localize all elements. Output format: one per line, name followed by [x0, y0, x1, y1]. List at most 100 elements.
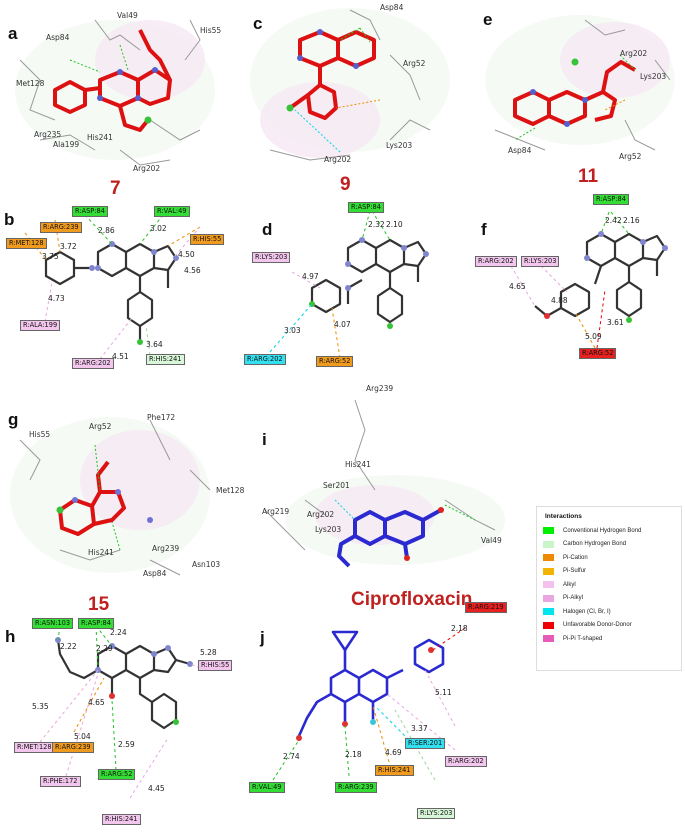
- panel-h: h R:ASN:103 R:ASP:84 R:HIS:55 R:MET:128 …: [0, 618, 240, 832]
- residue-label: Arg202: [133, 164, 161, 173]
- distance-label: 3.61: [607, 318, 624, 327]
- compound-label: 15: [88, 594, 110, 615]
- compound-label: 7: [110, 178, 121, 199]
- distance-label: 2.18: [451, 624, 468, 633]
- distance-label: 2.29: [96, 644, 113, 653]
- panel-b-label: b: [4, 210, 15, 229]
- legend-item: Alkyl: [543, 578, 681, 592]
- residue-label: Arg52: [403, 59, 426, 68]
- interaction-tag: R:ASN:103: [32, 618, 74, 629]
- panel-a-label: a: [8, 24, 18, 43]
- interaction-tag: R:VAL:49: [154, 206, 190, 217]
- distance-label: 5.35: [32, 702, 49, 711]
- distance-label: 4.69: [385, 748, 402, 757]
- distance-label: 2.74: [283, 752, 300, 761]
- distance-label: 4.56: [184, 266, 201, 275]
- interaction-tag: R:ARG:239: [335, 782, 377, 793]
- panel-a-structure: [15, 19, 215, 166]
- residue-label: Phe172: [147, 413, 176, 422]
- compound-label: 11: [578, 166, 599, 187]
- interaction-tag: R:HIS:241: [102, 814, 141, 825]
- distance-label: 3.37: [411, 724, 428, 733]
- interaction-tag: R:ASP:84: [593, 194, 629, 205]
- legend-label: Halogen (Cl, Br, I): [563, 608, 611, 615]
- interaction-tag: R:HIS:55: [190, 234, 225, 245]
- legend-swatch: [543, 540, 554, 548]
- residue-label: Lys203: [386, 141, 413, 150]
- panel-h-diagram: [39, 625, 201, 799]
- residue-label: His55: [29, 430, 51, 439]
- interaction-tag: R:VAL:49: [249, 782, 285, 793]
- legend-swatch: [543, 594, 554, 602]
- distance-label: 2.24: [110, 628, 127, 637]
- interaction-tag: R:ASP:84: [72, 206, 108, 217]
- distance-label: 2.86: [98, 226, 115, 235]
- legend-item: Unfavorable Donor-Donor: [543, 619, 681, 633]
- legend-swatch: [543, 608, 554, 616]
- distance-label: 4.45: [148, 784, 165, 793]
- legend-item: Conventional Hydrogen Bond: [543, 524, 681, 538]
- panel-e-structure: [485, 15, 675, 151]
- distance-label: 4.73: [48, 294, 65, 303]
- residue-label: Val49: [117, 11, 138, 20]
- residue-label: Arg202: [324, 155, 352, 164]
- legend-title: Interactions: [545, 513, 582, 520]
- panel-c: c Asp84 Arg52 Lys203 Arg202: [240, 0, 465, 170]
- panel-b-diagram: [24, 214, 201, 360]
- panel-c-label: c: [253, 14, 263, 33]
- panel-i-label: i: [262, 430, 267, 449]
- interaction-tag: R:LYS:203: [417, 808, 456, 819]
- distance-label: 5.11: [435, 688, 452, 697]
- legend-label: Conventional Hydrogen Bond: [563, 527, 642, 534]
- residue-label: Met128: [216, 486, 245, 495]
- legend-item: Carbon Hydrogen Bond: [543, 538, 681, 552]
- legend-label: Alkyl: [563, 581, 576, 588]
- panel-d-label: d: [262, 220, 273, 239]
- interaction-tag: R:ASP:84: [78, 618, 114, 629]
- residue-label: Arg235: [34, 130, 62, 139]
- distance-label: 2.32: [368, 220, 385, 229]
- residue-label: Asp84: [143, 569, 167, 578]
- panel-h-label: h: [5, 627, 16, 646]
- interaction-tag: R:HIS:241: [375, 765, 414, 776]
- distance-label: 2.18: [345, 750, 362, 759]
- panel-b: b R:ASP:84 R:VAL:49 R:ARG:239 R:MET:128 …: [0, 196, 230, 386]
- panel-i: i Arg239 His241 Ser201 Arg219 Arg202 Lys…: [245, 380, 525, 580]
- legend-label: Pi-Sulfur: [563, 568, 587, 575]
- interaction-tag: R:ARG:52: [316, 356, 354, 367]
- distance-label: 4.07: [334, 320, 351, 329]
- panel-d-diagram: [269, 210, 429, 359]
- interaction-tag: R:ARG:52: [579, 348, 617, 359]
- panel-g-structure: [10, 417, 211, 576]
- distance-label: 4.97: [302, 272, 319, 281]
- residue-label: His55: [200, 26, 222, 35]
- legend-label: Pi-Cation: [563, 554, 588, 561]
- panel-g-label: g: [8, 410, 19, 429]
- interaction-tag: R:ARG:239: [52, 742, 94, 753]
- interactions-legend: Interactions Conventional Hydrogen Bond …: [536, 506, 682, 671]
- distance-label: 2.16: [623, 216, 640, 225]
- distance-label: 2.42: [605, 216, 622, 225]
- legend-label: Unfavorable Donor-Donor: [563, 622, 632, 629]
- compound-label: 9: [340, 174, 351, 195]
- distance-label: 5.04: [74, 732, 91, 741]
- panel-c-structure: [250, 8, 450, 161]
- residue-label: Arg202: [620, 49, 648, 58]
- interaction-tag: R:ARG:202: [244, 354, 286, 365]
- distance-label: 2.10: [386, 220, 403, 229]
- interaction-tag: R:SER:201: [405, 738, 446, 749]
- residue-label: Val49: [481, 536, 502, 545]
- residue-label: Arg219: [262, 507, 290, 516]
- legend-list: Conventional Hydrogen Bond Carbon Hydrog…: [537, 524, 681, 646]
- residue-label: Ser201: [323, 481, 350, 490]
- panel-i-structure: [264, 399, 505, 568]
- residue-label: Met128: [16, 79, 45, 88]
- residue-label: His241: [87, 133, 113, 142]
- distance-label: 3.75: [42, 252, 59, 261]
- distance-label: 5.28: [200, 648, 217, 657]
- distance-label: 4.88: [551, 296, 568, 305]
- interaction-tag: R:ARG:52: [98, 769, 136, 780]
- compound-label: Ciprofloxacin: [351, 589, 473, 610]
- panel-f-label: f: [481, 220, 487, 239]
- distance-label: 5.09: [585, 332, 602, 341]
